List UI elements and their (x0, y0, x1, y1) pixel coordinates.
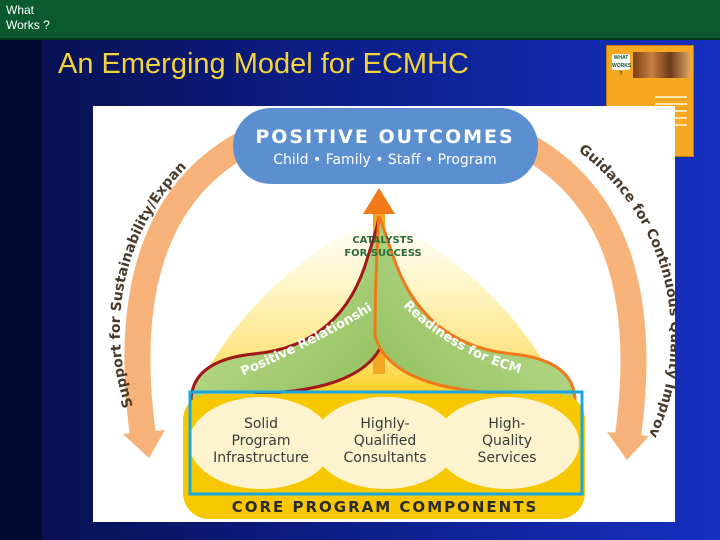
component-3-line-1: High- (488, 416, 525, 432)
cover-badge: WHAT WORKS ? (612, 54, 632, 77)
cover-photo-strip (633, 52, 689, 78)
ecmhc-model-diagram: Support for Sustainability/Expansion Gui… (86, 94, 683, 522)
catalysts-line-1: CATALYSTS (352, 235, 413, 246)
right-arrow-head (607, 432, 649, 460)
left-support-arrow (124, 132, 250, 438)
component-2-line-2: Qualified (354, 433, 417, 449)
component-1-line-1: Solid (244, 416, 278, 432)
outcomes-title: POSITIVE OUTCOMES (255, 126, 514, 148)
positive-outcomes-box (233, 108, 538, 184)
outcomes-items: Child • Family • Staff • Program (273, 152, 497, 168)
left-sidebar-band (0, 40, 42, 540)
what-works-logo: What Works ? (6, 3, 50, 33)
component-infrastructure-ellipse (189, 397, 333, 489)
component-1-line-3: Infrastructure (213, 450, 309, 466)
component-3-line-2: Quality (482, 433, 532, 449)
right-guidance-arrow (516, 132, 647, 438)
core-highlight-box (188, 390, 584, 496)
logo-line-1: What (6, 3, 35, 17)
component-2-line-3: Consultants (344, 450, 427, 466)
component-3-line-3: Services (477, 450, 536, 466)
component-1-line-2: Program (231, 433, 290, 449)
up-arrow-head (363, 188, 395, 214)
slide-title: An Emerging Model for ECMHC (58, 48, 469, 80)
left-arrow-head (123, 430, 165, 458)
header-bar: What Works ? (0, 0, 720, 40)
catalysts-line-2: FOR SUCCESS (344, 248, 421, 259)
component-services-ellipse (435, 397, 579, 489)
component-2-line-1: Highly- (360, 416, 409, 432)
core-label: CORE PROGRAM COMPONENTS (232, 498, 539, 516)
component-consultants-ellipse (313, 397, 457, 489)
logo-line-2: Works ? (6, 18, 50, 32)
